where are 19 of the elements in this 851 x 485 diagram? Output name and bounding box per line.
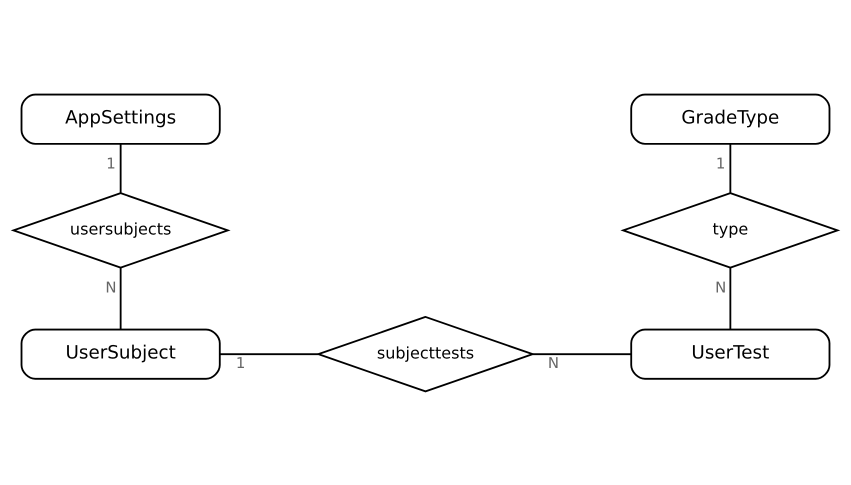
node-box: UserTest	[630, 328, 830, 380]
connector	[120, 267, 122, 329]
node-box: GradeType	[630, 93, 830, 144]
edge-label: 1	[716, 154, 726, 172]
connector	[120, 144, 122, 192]
node-diamond: subjecttests	[316, 315, 536, 392]
edge-label: N	[105, 278, 117, 296]
connector	[729, 267, 732, 329]
connector	[729, 144, 732, 192]
edge-label: 1	[236, 353, 246, 372]
edge-label: N	[548, 353, 560, 372]
edge-label: 1	[106, 154, 116, 172]
node-diamond: type	[620, 192, 840, 268]
node-box: UserSubject	[20, 328, 221, 380]
node-box: AppSettings	[20, 93, 221, 144]
connector	[532, 352, 632, 355]
connector	[220, 352, 318, 355]
node-diamond: usersubjects	[10, 192, 231, 268]
edge-label: N	[715, 278, 726, 296]
